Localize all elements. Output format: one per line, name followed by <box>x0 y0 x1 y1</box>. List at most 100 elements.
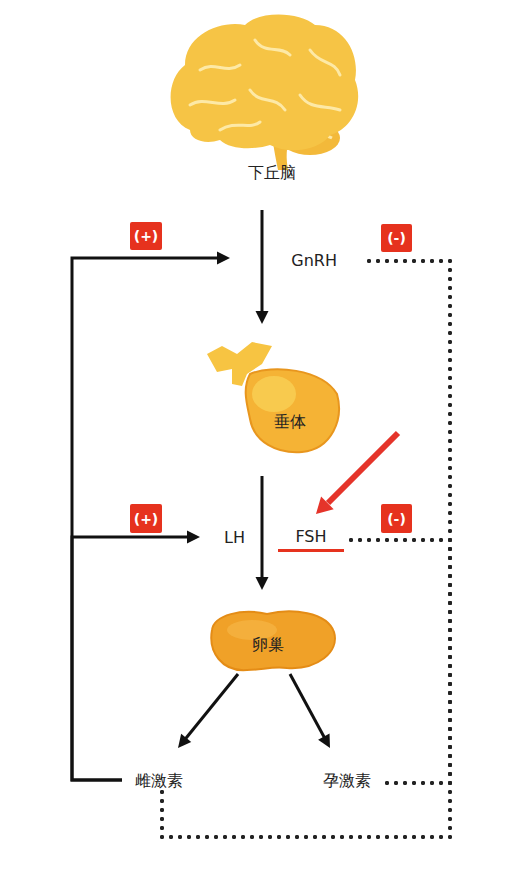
dot <box>448 763 452 767</box>
dot <box>448 484 452 488</box>
dot <box>448 547 452 551</box>
dot <box>232 835 236 839</box>
dot <box>439 781 443 785</box>
callout-arrow-line <box>328 433 398 503</box>
dotted-feedback-line <box>367 259 452 785</box>
dot <box>160 808 164 812</box>
dot <box>160 835 164 839</box>
dot <box>448 592 452 596</box>
dot <box>160 835 164 839</box>
dot <box>448 610 452 614</box>
dot <box>349 538 353 542</box>
dot <box>448 646 452 650</box>
dot <box>160 826 164 830</box>
dot <box>448 529 452 533</box>
dot <box>439 835 443 839</box>
dot <box>448 493 452 497</box>
dot <box>394 538 398 542</box>
dot <box>448 808 452 812</box>
dot <box>448 754 452 758</box>
dot <box>448 592 452 596</box>
dot <box>448 412 452 416</box>
minus-badge: (-) <box>381 504 412 533</box>
dot <box>304 835 308 839</box>
dot <box>448 709 452 713</box>
dot <box>349 835 353 839</box>
dot <box>241 835 245 839</box>
dot <box>448 790 452 794</box>
dot <box>448 727 452 731</box>
dot <box>160 790 164 794</box>
dot <box>448 412 452 416</box>
dot <box>448 781 452 785</box>
dot <box>322 835 326 839</box>
dot <box>376 538 380 542</box>
dot <box>448 331 452 335</box>
dot <box>448 439 452 443</box>
dot <box>448 727 452 731</box>
dot <box>448 601 452 605</box>
dot <box>448 601 452 605</box>
dot <box>403 538 407 542</box>
node-label: (-) <box>387 511 406 527</box>
dot <box>448 736 452 740</box>
dot <box>448 259 452 263</box>
dot <box>448 709 452 713</box>
dot <box>412 835 416 839</box>
dot <box>448 682 452 686</box>
illustration-part <box>250 90 285 110</box>
dot <box>448 646 452 650</box>
dot <box>448 763 452 767</box>
dot <box>448 466 452 470</box>
dot <box>430 835 434 839</box>
dot <box>448 745 452 749</box>
connector-line <box>72 258 219 780</box>
dot <box>376 835 380 839</box>
dot <box>448 637 452 641</box>
dot <box>448 745 452 749</box>
dot <box>160 799 164 803</box>
dot <box>448 403 452 407</box>
dot <box>403 259 407 263</box>
dot <box>448 547 452 551</box>
illustration-part <box>190 100 235 105</box>
dot <box>430 259 434 263</box>
dot <box>268 835 272 839</box>
arrow-connector <box>178 674 238 748</box>
dot <box>448 817 452 821</box>
dot <box>403 835 407 839</box>
dot <box>448 673 452 677</box>
dot <box>448 295 452 299</box>
dot <box>448 619 452 623</box>
dot <box>421 835 425 839</box>
dot <box>448 763 452 767</box>
dot <box>448 583 452 587</box>
dot <box>448 835 452 839</box>
dot <box>439 835 443 839</box>
dot <box>421 835 425 839</box>
dot <box>448 718 452 722</box>
dot <box>214 835 218 839</box>
dot <box>223 835 227 839</box>
dot <box>187 835 191 839</box>
dot <box>448 286 452 290</box>
dot <box>403 538 407 542</box>
dot <box>169 835 173 839</box>
dot <box>376 259 380 263</box>
dot <box>295 835 299 839</box>
dot <box>367 835 371 839</box>
dot <box>448 646 452 650</box>
node-label: 雌激素 <box>135 771 183 792</box>
dot <box>448 340 452 344</box>
dot <box>448 628 452 632</box>
dot <box>385 538 389 542</box>
dot <box>448 322 452 326</box>
dot <box>448 619 452 623</box>
dot <box>448 547 452 551</box>
arrow-head <box>217 252 230 265</box>
dot <box>421 259 425 263</box>
dot <box>448 619 452 623</box>
dot <box>223 835 227 839</box>
dot <box>448 556 452 560</box>
